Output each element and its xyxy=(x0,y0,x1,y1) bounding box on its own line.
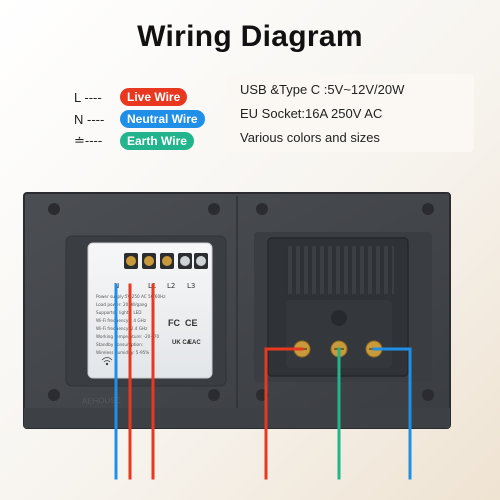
screw-hole xyxy=(48,389,60,401)
ce-mark: CE xyxy=(185,318,198,328)
neutral-wire-socket xyxy=(372,347,412,480)
terminal-screw xyxy=(180,256,190,266)
switch-spec-line: Load power: 200W/gang xyxy=(96,302,147,307)
panel-bottom-lip xyxy=(24,408,450,428)
spec-usb: USB &Type C :5V~12V/20W xyxy=(240,82,405,97)
switch-spec-line: Wi-Fi frequency:2.4 GHz xyxy=(96,318,147,323)
screw-hole xyxy=(48,203,60,215)
terminal-screw xyxy=(144,256,154,266)
terminal-screw xyxy=(196,256,206,266)
earth-wire-badge: Earth Wire xyxy=(120,132,194,150)
socket-terminal-block xyxy=(286,300,392,368)
legend-neutral: N ---- Neutral Wire xyxy=(74,110,205,128)
switch-spec-line: Wireless humidity: 5-95% xyxy=(96,350,149,355)
socket-vent xyxy=(284,246,394,294)
brand-text: AEHOUSE xyxy=(82,396,121,406)
ukca-mark: UK CA xyxy=(172,340,192,346)
screw-hole xyxy=(208,203,220,215)
switch-spec-line: Supported lights: LED xyxy=(96,310,142,315)
screw-hole xyxy=(422,203,434,215)
terminal-screw xyxy=(162,256,172,266)
switch-terminals xyxy=(124,253,208,269)
legend-earth: ≐---- Earth Wire xyxy=(74,132,194,150)
wifi-icon xyxy=(101,357,113,366)
screw-hole xyxy=(422,389,434,401)
legend-earth-symbol: ≐---- xyxy=(74,133,103,148)
switch-wires xyxy=(114,283,155,480)
live-wire-badge: Live Wire xyxy=(120,88,188,106)
socket-wires xyxy=(264,347,412,480)
spec-box: USB &Type C :5V~12V/20W EU Socket:16A 25… xyxy=(226,74,474,152)
legend-neutral-symbol: N ---- xyxy=(74,111,105,127)
legend-live: L ---- Live Wire xyxy=(74,88,188,106)
socket-center-screw xyxy=(331,310,347,326)
switch-spec-line: Wi-Fi frequency: 2.4 GHz xyxy=(96,326,148,331)
live-wire-socket xyxy=(264,347,304,480)
terminal-screw xyxy=(126,256,136,266)
spec-socket: EU Socket:16A 250V AC xyxy=(240,106,383,121)
legend-live-symbol: L ---- xyxy=(74,89,102,105)
terminal-label-l3: L3 xyxy=(187,282,195,290)
fc-mark: FC xyxy=(168,318,180,328)
switch-spec-line: Working temperature: -20~70 xyxy=(96,334,159,339)
screw-hole xyxy=(256,203,268,215)
screw-hole xyxy=(208,389,220,401)
eac-mark: EAC xyxy=(188,340,201,346)
spec-variants: Various colors and sizes xyxy=(240,130,380,145)
terminal-label-l2: L2 xyxy=(167,282,175,290)
page-title: Wiring Diagram xyxy=(137,20,363,53)
neutral-wire-badge: Neutral Wire xyxy=(120,110,205,128)
switch-module xyxy=(87,242,213,379)
switch-spec-line: Standby consumption: xyxy=(96,342,143,347)
